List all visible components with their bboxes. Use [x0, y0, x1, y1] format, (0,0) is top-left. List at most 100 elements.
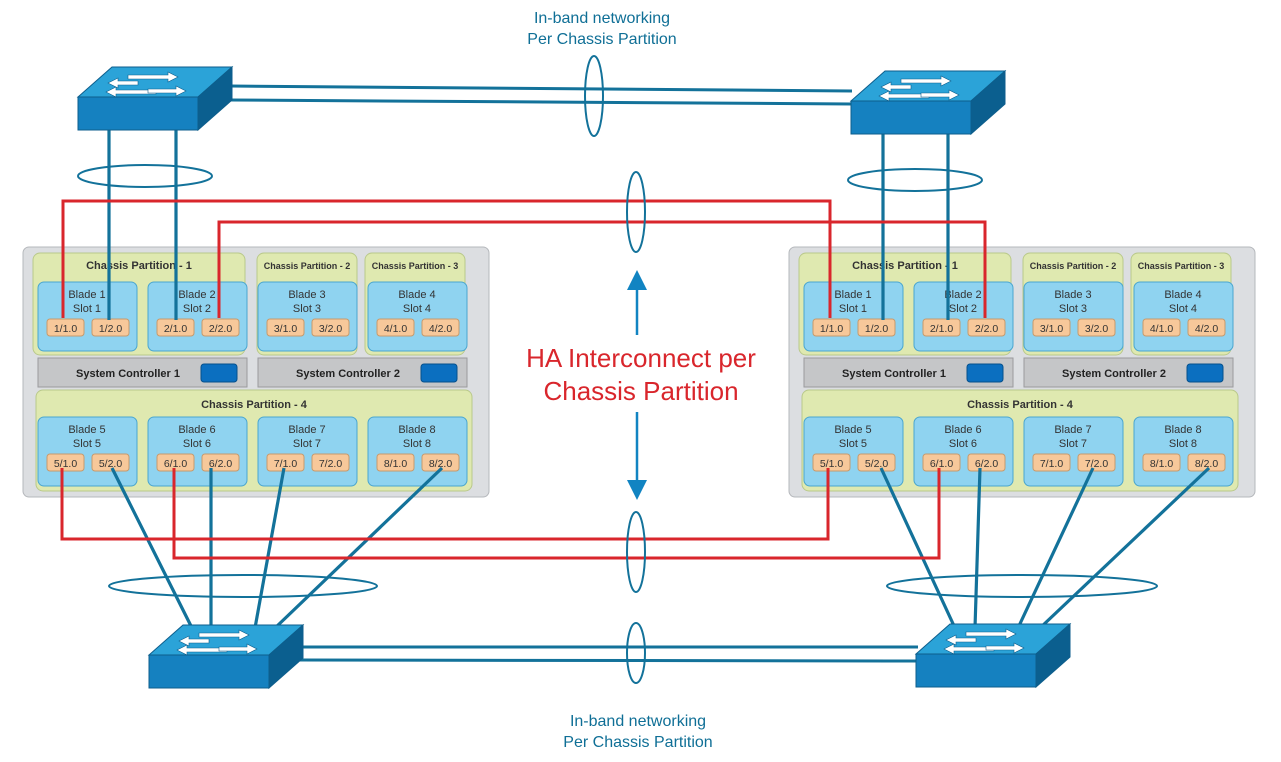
port-label: 7/1.0 [274, 458, 298, 470]
controller-led-icon [420, 363, 458, 383]
partition-3-label: Chassis Partition - 3 [1138, 261, 1225, 271]
port-5-1 [812, 453, 851, 472]
link-bundle-icon [77, 55, 1158, 684]
system-controller-2-label: System Controller 2 [1062, 368, 1166, 380]
blade-slot: Slot 3 [1059, 303, 1087, 315]
port-5-2 [857, 453, 896, 472]
blade-slot: Slot 7 [1059, 438, 1087, 450]
port-label: 4/2.0 [429, 323, 453, 335]
port-label: 2/1.0 [930, 323, 954, 335]
port-1-1 [46, 318, 85, 337]
blade-name: Blade 2 [178, 289, 215, 301]
uplink-cables [107, 125, 1211, 630]
port-1-1 [812, 318, 851, 337]
controller-led-icon [1186, 363, 1224, 383]
blade-slot: Slot 2 [183, 303, 211, 315]
port-label: 4/1.0 [384, 323, 408, 335]
partition-4 [801, 389, 1239, 492]
top-switch-interlink [229, 84, 853, 106]
blade-slot: Slot 3 [293, 303, 321, 315]
port-7-1 [266, 453, 305, 472]
port-8-1 [376, 453, 415, 472]
port-4-1 [376, 318, 415, 337]
port-4-2 [1187, 318, 1226, 337]
port-1-2 [857, 318, 896, 337]
network-switch-icon [76, 65, 234, 132]
blade-2: Blade 2 Slot 2 2/1.0 2/2.0 [913, 281, 1014, 352]
blade-name: Blade 6 [944, 424, 981, 436]
port-label: 5/1.0 [820, 458, 844, 470]
partition-2-label: Chassis Partition - 2 [264, 261, 351, 271]
partition-1-label: Chassis Partition - 1 [86, 260, 192, 272]
port-label: 2/2.0 [975, 323, 999, 335]
port-7-1 [1032, 453, 1071, 472]
ha-interconnect-cables [60, 199, 987, 560]
blade-slot: Slot 4 [1169, 303, 1197, 315]
blade-name: Blade 8 [1164, 424, 1201, 436]
system-controller-2-label: System Controller 2 [296, 368, 400, 380]
port-6-2 [201, 453, 240, 472]
blade-1: Blade 1 Slot 1 1/1.0 1/2.0 [37, 281, 138, 352]
port-label: 7/2.0 [319, 458, 343, 470]
blade-slot: Slot 1 [73, 303, 101, 315]
port-label: 3/2.0 [1085, 323, 1109, 335]
blade-slot: Slot 8 [1169, 438, 1197, 450]
port-3-1 [1032, 318, 1071, 337]
blade-name: Blade 1 [68, 289, 105, 301]
port-8-1 [1142, 453, 1181, 472]
blade-slot: Slot 5 [839, 438, 867, 450]
blade-slot: Slot 6 [949, 438, 977, 450]
partition-3-label: Chassis Partition - 3 [372, 261, 459, 271]
port-label: 8/2.0 [429, 458, 453, 470]
port-label: 5/1.0 [54, 458, 78, 470]
switches [76, 65, 1072, 690]
port-label: 3/1.0 [1040, 323, 1064, 335]
port-label: 5/2.0 [99, 458, 123, 470]
port-label: 6/2.0 [975, 458, 999, 470]
blade-slot: Slot 5 [73, 438, 101, 450]
partition-4 [35, 389, 473, 492]
port-label: 1/1.0 [54, 323, 78, 335]
port-label: 1/2.0 [99, 323, 123, 335]
port-label: 4/1.0 [1150, 323, 1174, 335]
blade-slot: Slot 2 [949, 303, 977, 315]
system-controller-1-label: System Controller 1 [842, 368, 946, 380]
port-7-2 [1077, 453, 1116, 472]
blade-name: Blade 7 [288, 424, 325, 436]
blade-name: Blade 5 [834, 424, 871, 436]
port-4-1 [1142, 318, 1181, 337]
bottom-caption-line2: Per Chassis Partition [563, 734, 712, 751]
port-3-2 [1077, 318, 1116, 337]
port-label: 4/2.0 [1195, 323, 1219, 335]
port-2-2 [967, 318, 1006, 337]
blade-name: Blade 3 [288, 289, 325, 301]
blade-name: Blade 2 [944, 289, 981, 301]
blade-name: Blade 3 [1054, 289, 1091, 301]
blade-name: Blade 1 [834, 289, 871, 301]
port-7-2 [311, 453, 350, 472]
port-label: 7/1.0 [1040, 458, 1064, 470]
blade-name: Blade 6 [178, 424, 215, 436]
port-3-1 [266, 318, 305, 337]
port-label: 3/1.0 [274, 323, 298, 335]
partition-4-label: Chassis Partition - 4 [201, 399, 308, 411]
port-2-2 [201, 318, 240, 337]
port-label: 2/1.0 [164, 323, 188, 335]
network-switch-icon [849, 69, 1007, 136]
port-label: 8/2.0 [1195, 458, 1219, 470]
controller-led-icon [200, 363, 238, 383]
port-2-1 [922, 318, 961, 337]
port-label: 1/1.0 [820, 323, 844, 335]
